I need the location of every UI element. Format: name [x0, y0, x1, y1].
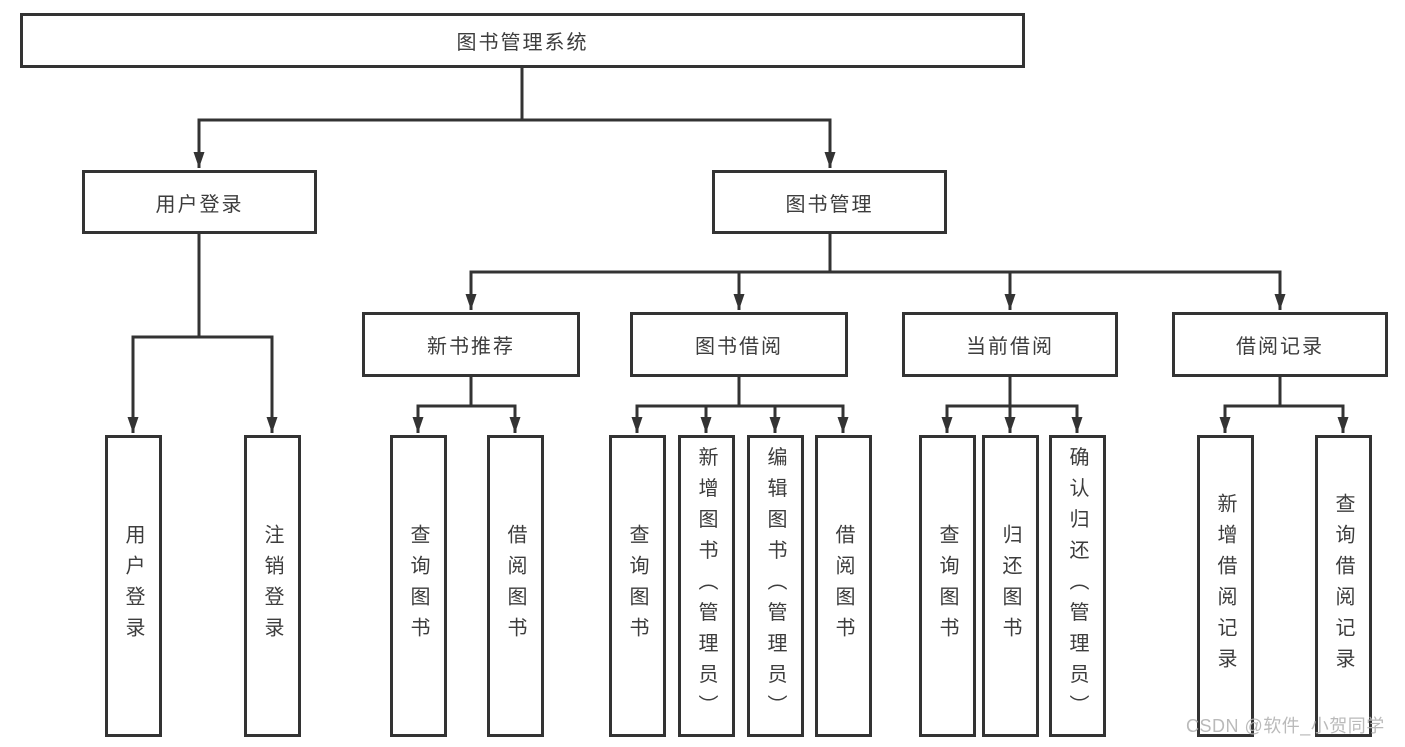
leaf-user-login-label: 用户登录	[122, 524, 144, 648]
leaf-borrow-book-label: 借阅图书	[832, 524, 854, 648]
leaf-newbooks-query: 查询图书	[390, 435, 447, 737]
leaf-borrow-add-book-label: 新增图书（管理员）	[695, 446, 717, 726]
leaf-logout: 注销登录	[244, 435, 301, 737]
node-user-login-label: 用户登录	[155, 193, 244, 216]
leaf-return-book: 归还图书	[982, 435, 1039, 737]
leaf-borrow-edit-book-label: 编辑图书（管理员）	[764, 446, 786, 726]
leaf-query-borrow-record-label: 查询借阅记录	[1332, 493, 1354, 679]
leaf-current-query-label: 查询图书	[936, 524, 958, 648]
node-root: 图书管理系统	[20, 13, 1025, 68]
node-new-book-recommend: 新书推荐	[362, 312, 580, 377]
node-current-borrow-label: 当前借阅	[966, 336, 1054, 358]
leaf-confirm-return: 确认归还（管理员）	[1049, 435, 1106, 737]
leaf-user-login: 用户登录	[105, 435, 162, 737]
node-book-borrow-label: 图书借阅	[695, 336, 783, 358]
leaf-newbooks-borrow-label: 借阅图书	[504, 524, 526, 648]
node-user-login: 用户登录	[82, 170, 317, 234]
leaf-return-book-label: 归还图书	[999, 524, 1021, 648]
leaf-borrow-book: 借阅图书	[815, 435, 872, 737]
leaf-confirm-return-label: 确认归还（管理员）	[1066, 446, 1088, 726]
leaf-newbooks-query-label: 查询图书	[407, 524, 429, 648]
leaf-borrow-edit-book: 编辑图书（管理员）	[747, 435, 804, 737]
node-book-management: 图书管理	[712, 170, 947, 234]
node-current-borrow: 当前借阅	[902, 312, 1118, 377]
leaf-newbooks-borrow: 借阅图书	[487, 435, 544, 737]
node-borrow-records: 借阅记录	[1172, 312, 1388, 377]
csdn-watermark: CSDN @软件_小贺同学	[1186, 716, 1385, 736]
node-root-label: 图书管理系统	[456, 32, 589, 54]
leaf-add-borrow-record-label: 新增借阅记录	[1214, 493, 1236, 679]
leaf-borrow-query-label: 查询图书	[626, 524, 648, 648]
node-borrow-records-label: 借阅记录	[1236, 336, 1324, 358]
leaf-current-query: 查询图书	[919, 435, 976, 737]
node-new-book-recommend-label: 新书推荐	[427, 336, 515, 358]
node-book-management-label: 图书管理	[785, 193, 874, 216]
node-book-borrow: 图书借阅	[630, 312, 848, 377]
leaf-borrow-query: 查询图书	[609, 435, 666, 737]
leaf-logout-label: 注销登录	[261, 524, 283, 648]
leaf-add-borrow-record: 新增借阅记录	[1197, 435, 1254, 737]
leaf-borrow-add-book: 新增图书（管理员）	[678, 435, 735, 737]
leaf-query-borrow-record: 查询借阅记录	[1315, 435, 1372, 737]
